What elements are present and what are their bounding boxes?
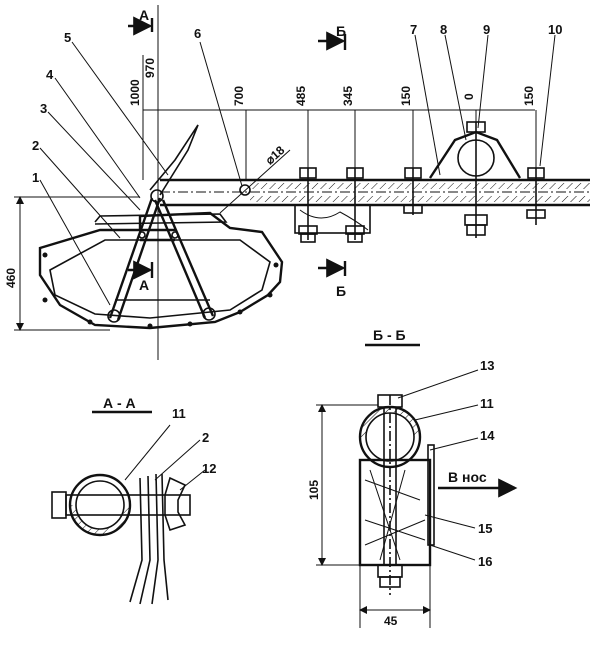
leader-12: [179, 469, 206, 491]
leader-2b: [154, 439, 201, 481]
hull-inner: [49, 239, 271, 319]
text-layer: А А Б Б А - А Б - Б 1000 970 700 485 345…: [4, 7, 562, 628]
callout-16: 16: [478, 554, 492, 569]
section-bb: [316, 343, 518, 628]
direction-label: В нос: [448, 469, 487, 485]
hull-top-bar: [94, 213, 228, 225]
dim-0: 0: [462, 93, 476, 100]
dim-485: 485: [294, 86, 308, 106]
callout-11a: 11: [172, 406, 186, 421]
leader-15: [424, 514, 476, 529]
dim-150b: 150: [522, 86, 536, 106]
callout-9: 9: [483, 22, 490, 37]
section-markers: [128, 16, 347, 280]
dim-700: 700: [232, 86, 246, 106]
callout-8: 8: [440, 22, 447, 37]
callout-11b: 11: [480, 396, 494, 411]
section-b-bot: Б: [336, 283, 346, 299]
section-aa-title: А - А: [103, 395, 136, 411]
beam-bolts: [298, 121, 546, 243]
hull-rivets: [42, 252, 279, 329]
dim-105: 105: [307, 480, 321, 500]
clamp-bracket: [428, 130, 522, 179]
leader-16: [429, 544, 476, 561]
callout-13: 13: [480, 358, 494, 373]
main-beam: [160, 178, 590, 234]
dim-345: 345: [341, 86, 355, 106]
dim-460: 460: [4, 268, 18, 288]
section-bb-title: Б - Б: [373, 327, 406, 343]
hull-outline: [38, 211, 284, 330]
dim-460: [14, 196, 140, 331]
leader-11b: [414, 404, 479, 421]
callout-6: 6: [194, 26, 201, 41]
callout-7: 7: [410, 22, 417, 37]
pivot-6: [239, 184, 251, 196]
struts: [107, 189, 216, 323]
callout-12: 12: [202, 461, 216, 476]
callout-3: 3: [40, 101, 47, 116]
leader-14: [429, 437, 479, 451]
callout-1: 1: [32, 170, 39, 185]
section-aa: [51, 410, 206, 605]
leader-13: [397, 369, 479, 399]
callout-4: 4: [46, 67, 54, 82]
callout-leaders: [39, 34, 556, 306]
callout-2: 2: [32, 138, 39, 153]
callout-10: 10: [548, 22, 562, 37]
section-a-top: А: [139, 7, 149, 23]
section-b-top: Б: [336, 23, 346, 39]
dim-45: 45: [384, 614, 398, 628]
dim-1000: 1000: [128, 79, 142, 106]
dim-970: 970: [143, 58, 157, 78]
callout-14: 14: [480, 428, 495, 443]
callout-15: 15: [478, 521, 492, 536]
callout-2b: 2: [202, 430, 209, 445]
section-a-mid: А: [139, 277, 149, 293]
dim-dia18: ⌀18: [263, 143, 288, 167]
main-view: [14, 5, 590, 360]
callout-5: 5: [64, 30, 71, 45]
dim-150a: 150: [399, 86, 413, 106]
lever: [149, 124, 199, 196]
leader-11a: [124, 424, 171, 481]
dim-lines-top: [142, 5, 537, 360]
